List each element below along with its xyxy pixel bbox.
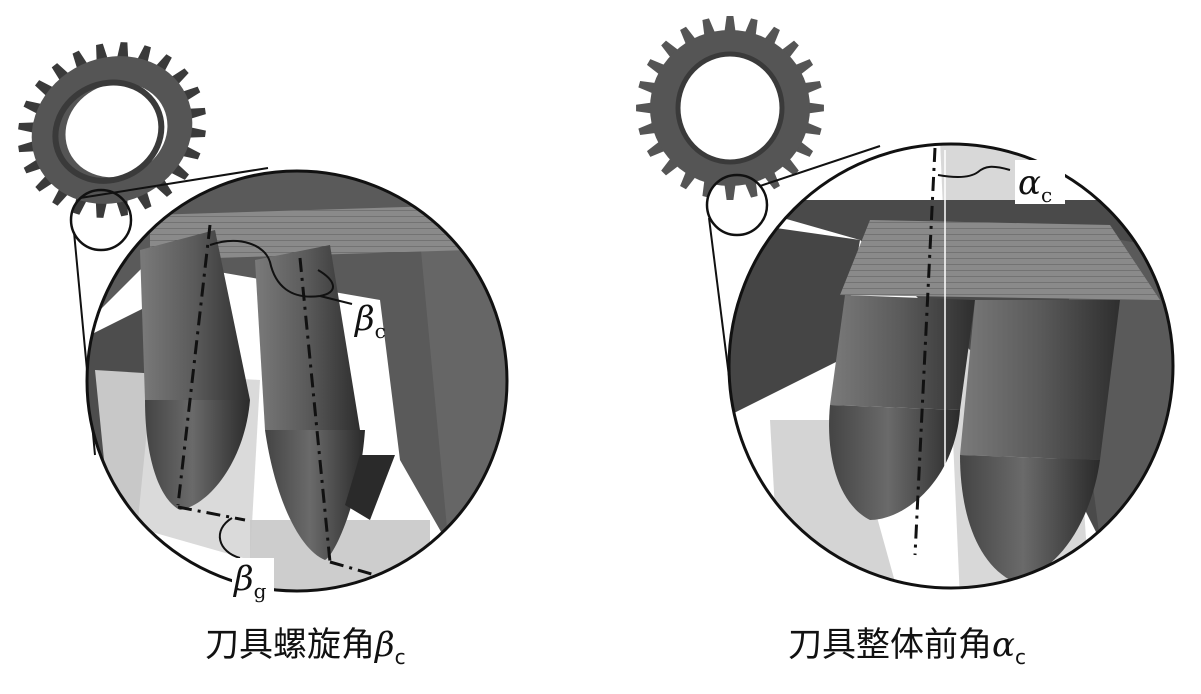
gear-tooth xyxy=(137,45,151,63)
right-magnified-view xyxy=(729,144,1173,588)
right-zoom-circle xyxy=(727,142,1175,590)
right-caption-symbol: α xyxy=(992,625,1015,665)
left-panel: βc βg xyxy=(18,42,509,603)
gear-tooth xyxy=(807,102,824,114)
left-caption-sub: c xyxy=(394,644,406,669)
right-caption: 刀具整体前角αc xyxy=(788,617,1026,669)
gear-tooth xyxy=(702,18,716,37)
gear-tooth xyxy=(638,81,657,94)
gear-tooth xyxy=(803,122,822,135)
left-label-beta-g: βg xyxy=(232,558,274,603)
gear-tooth xyxy=(724,16,736,33)
svg-text:βc: βc xyxy=(353,299,386,343)
left-caption-symbol: β xyxy=(375,625,395,665)
right-zoom-line-top xyxy=(759,145,881,187)
right-label-alpha-c: αc xyxy=(1015,160,1065,207)
gear-tooth xyxy=(636,102,653,114)
gear-tooth xyxy=(18,122,36,133)
left-zoom-circle xyxy=(85,169,509,593)
gear-tooth xyxy=(188,127,206,138)
svg-text:βg: βg xyxy=(232,559,267,603)
right-zoom-source xyxy=(705,173,769,237)
left-caption-text: 刀具螺旋角 xyxy=(205,625,375,665)
left-label-beta-c: βc xyxy=(319,295,386,343)
left-gear-icon xyxy=(18,42,206,218)
gear-tooth xyxy=(117,42,129,59)
right-gear-icon xyxy=(636,16,824,200)
gear-tooth xyxy=(744,179,758,198)
gear-tooth xyxy=(18,141,36,153)
left-zoom-line-top xyxy=(79,167,269,199)
left-zoom-source xyxy=(69,188,133,252)
gear-tooth xyxy=(744,18,758,37)
gear-tooth xyxy=(803,81,822,94)
gear-tooth xyxy=(96,43,108,62)
gear-tooth xyxy=(95,201,107,218)
gear-tooth xyxy=(724,183,736,200)
gear-tooth xyxy=(702,179,716,198)
gear-tooth xyxy=(638,122,657,135)
left-caption: 刀具螺旋角βc xyxy=(205,617,406,669)
left-magnified-view xyxy=(87,171,507,591)
right-caption-sub: c xyxy=(1014,644,1026,669)
right-caption-text: 刀具整体前角 xyxy=(788,625,992,665)
svg-text:αc: αc xyxy=(1018,163,1052,207)
gear-tooth xyxy=(188,107,206,119)
right-panel: αc xyxy=(636,16,1175,590)
